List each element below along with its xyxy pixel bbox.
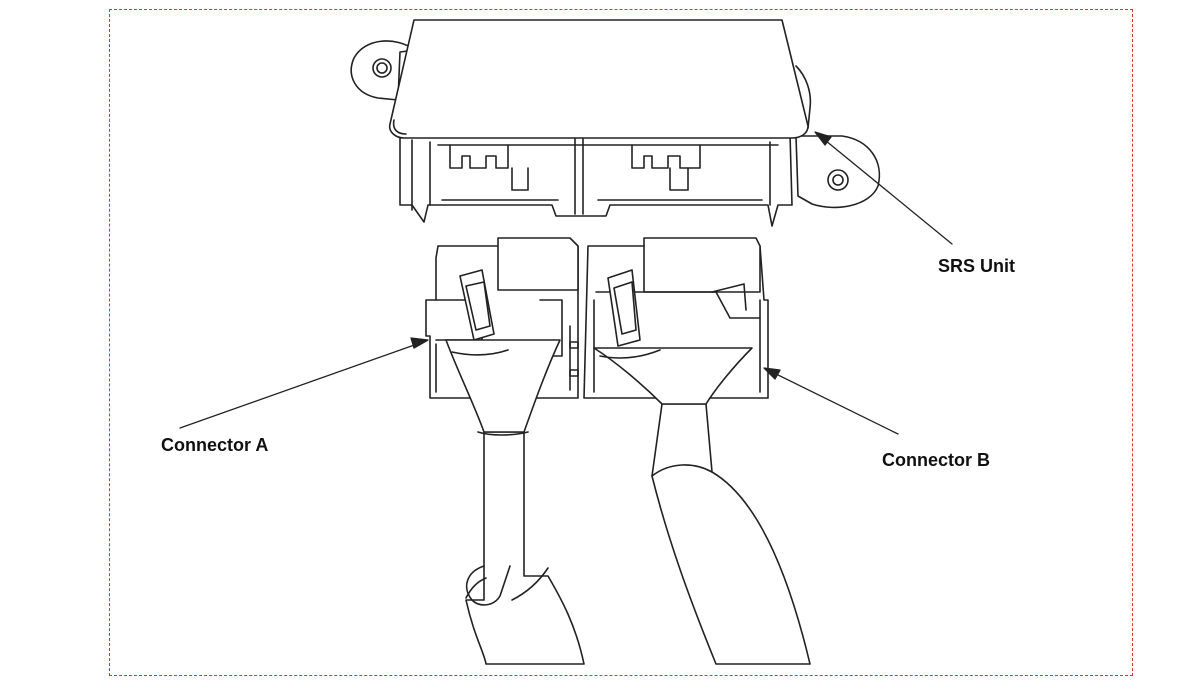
connector-a-label: Connector A [161, 435, 269, 455]
srs-unit-arrowhead [814, 131, 832, 146]
connector-a-arrowhead [410, 337, 429, 349]
connector-b-label: Connector B [882, 450, 990, 470]
connector-a-drawing [425, 237, 585, 665]
connector-a-leader-line [179, 342, 421, 429]
connector-a-lock-clip [459, 269, 495, 341]
connector-a-harness [465, 431, 585, 665]
srs-unit-drawing [350, 19, 881, 227]
srs-unit-left-bolt-hole [372, 58, 392, 78]
connector-b-leader-line [771, 371, 899, 435]
srs-unit-label: SRS Unit [938, 256, 1016, 276]
srs-unit-leader-line [819, 135, 953, 245]
connector-b-harness [651, 403, 811, 665]
connector-b-arrowhead [763, 367, 781, 380]
srs-unit-body [388, 19, 809, 139]
connector-b-drawing [583, 237, 811, 665]
leader-lines [179, 131, 953, 435]
srs-unit-connector-housing [399, 133, 793, 227]
srs-unit-right-bolt-hole [827, 169, 849, 191]
figure-frame [109, 9, 1133, 676]
